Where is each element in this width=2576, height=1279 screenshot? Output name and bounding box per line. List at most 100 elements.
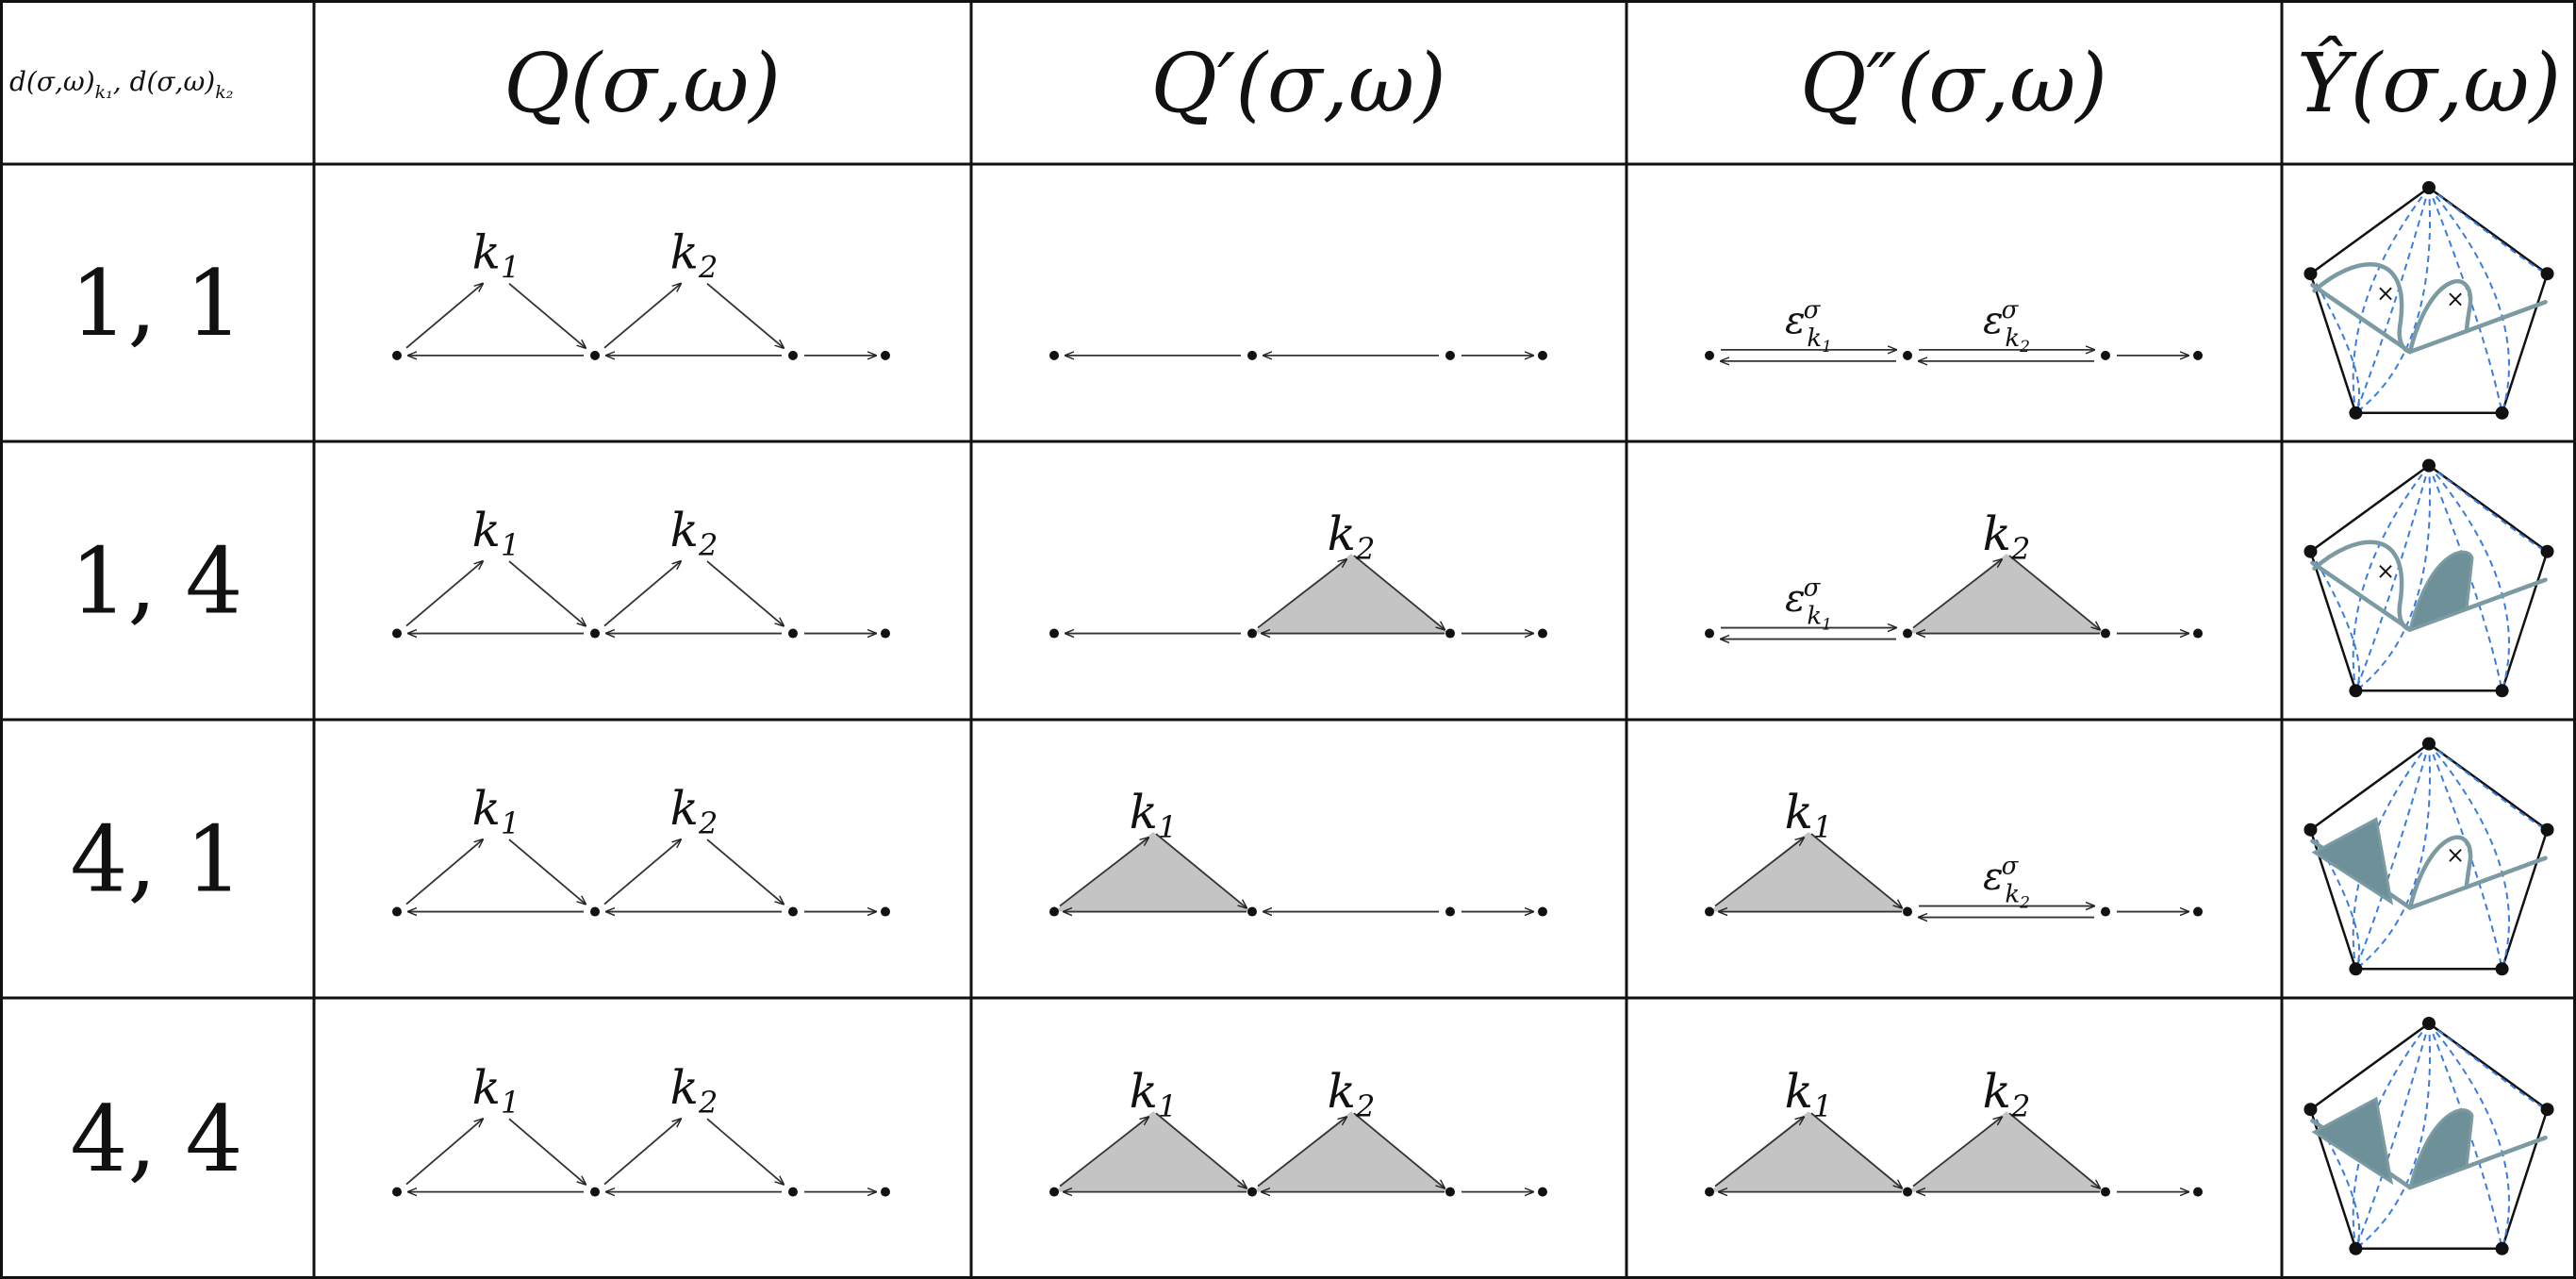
shaded-triangle-k1 — [1709, 832, 1907, 912]
header-col2: Q′(σ,ω) — [1150, 37, 1445, 131]
side-arrow — [1810, 1112, 1902, 1188]
shaded-triangle-k2 — [1907, 554, 2105, 634]
vertex-label-k2: k2 — [670, 503, 718, 563]
side-arrow — [1353, 1112, 1445, 1188]
vertex-dot — [1247, 350, 1257, 360]
pentagon-vertex — [2495, 684, 2509, 698]
pentagon-vertex — [2349, 1241, 2363, 1255]
pentagon-vertex — [2495, 406, 2509, 420]
pentagon-outline — [2308, 463, 2550, 692]
pentagon-vertex — [2422, 1017, 2436, 1030]
vertex-dot — [2193, 906, 2203, 917]
dashed-arc — [2354, 743, 2430, 970]
side-arrow — [603, 284, 681, 349]
dashed-arc — [2428, 742, 2510, 970]
dashed-arc — [2354, 1022, 2430, 1250]
vertex-dot — [1705, 1187, 1714, 1197]
vertex-dot — [881, 350, 890, 360]
vertex-dot — [1049, 350, 1059, 360]
dashed-arc — [2428, 743, 2503, 970]
side-arrow — [1714, 838, 1804, 907]
dashed-arc — [2354, 187, 2432, 414]
vertex-dot — [1049, 906, 1059, 917]
dashed-arc — [2352, 464, 2430, 691]
vertex-dot — [788, 628, 798, 639]
vertex-label-k1: k1 — [1785, 785, 1833, 845]
vertex-dot — [1445, 628, 1455, 639]
vertex-label-k2: k2 — [1328, 1064, 1376, 1124]
shaded-triangle-k1 — [1054, 1111, 1252, 1192]
dashed-arc — [2428, 1022, 2510, 1250]
pentagon-row-3: × — [2304, 737, 2554, 976]
pentagon-vertex — [2540, 267, 2554, 281]
filled-region-left — [2311, 1096, 2394, 1186]
vertex-label-k2: k2 — [670, 225, 718, 286]
vertex-dot — [1705, 906, 1714, 917]
side-arrow — [603, 1119, 681, 1186]
dashed-arc — [2428, 465, 2503, 691]
dashed-arc — [2354, 1022, 2432, 1250]
side-arrow — [1353, 555, 1445, 630]
pentagon-vertex — [2304, 1103, 2318, 1117]
dashed-arc — [2354, 465, 2432, 692]
side-arrow — [2008, 1112, 2100, 1188]
dashed-arc — [2309, 273, 2361, 414]
vertex-label-k2: k2 — [670, 781, 718, 841]
vertex-dot — [392, 350, 402, 360]
vertex-dot — [2193, 1187, 2203, 1197]
vertex-label-k1: k1 — [1785, 1064, 1833, 1124]
vertex-label-k2: k2 — [1328, 507, 1376, 567]
row-label-3: 4, 1 — [70, 807, 242, 913]
vertex-dot — [2193, 628, 2203, 639]
vertex-dot — [590, 350, 600, 360]
cross-marker-left: × — [2376, 558, 2395, 585]
shaded-triangle-k2 — [1252, 1111, 1450, 1192]
side-arrow — [508, 560, 586, 626]
pentagon-row-4 — [2304, 1017, 2554, 1255]
header-col1: Q(σ,ω) — [504, 37, 781, 131]
vertex-dot — [788, 350, 798, 360]
side-arrow — [405, 284, 483, 349]
side-arrow — [1912, 1117, 2002, 1188]
vertex-label-k1: k1 — [472, 503, 520, 563]
teal-spine — [2310, 282, 2548, 355]
vertex-dot — [1903, 628, 1912, 639]
side-arrow — [603, 561, 681, 627]
row-label-2: 1, 4 — [70, 529, 242, 635]
side-arrow — [1059, 838, 1148, 907]
vertex-label-k1: k1 — [472, 1060, 520, 1121]
vertex-dot — [1049, 1187, 1059, 1197]
vertex-dot — [788, 906, 798, 917]
pentagon-vertex — [2304, 267, 2318, 281]
vertex-dot — [1538, 350, 1547, 360]
vertex-dot — [1247, 1187, 1257, 1197]
vertex-dot — [1049, 628, 1059, 639]
vertex-dot — [590, 906, 600, 917]
side-arrow — [1155, 833, 1247, 908]
vertex-dot — [2101, 628, 2110, 639]
side-arrow — [405, 839, 483, 905]
pentagon-vertex — [2349, 684, 2363, 698]
vertex-dot — [590, 628, 600, 639]
teal-loop-left — [2312, 262, 2413, 355]
side-arrow — [508, 1118, 586, 1184]
vertex-dot — [2101, 906, 2110, 917]
header-col4: Ŷ(σ,ω) — [2297, 35, 2561, 131]
side-arrow — [1059, 1117, 1148, 1188]
vertex-dot — [1445, 906, 1455, 917]
dashed-arc — [2428, 464, 2510, 691]
vertex-label-k1: k1 — [1130, 1064, 1178, 1124]
dashed-arc — [2354, 187, 2430, 414]
vertex-label-k1: k1 — [472, 225, 520, 286]
pentagon-vertex — [2540, 822, 2554, 837]
vertex-dot — [2101, 1187, 2110, 1197]
side-arrow — [1810, 833, 1902, 908]
vertex-label-k1: k1 — [472, 781, 520, 841]
